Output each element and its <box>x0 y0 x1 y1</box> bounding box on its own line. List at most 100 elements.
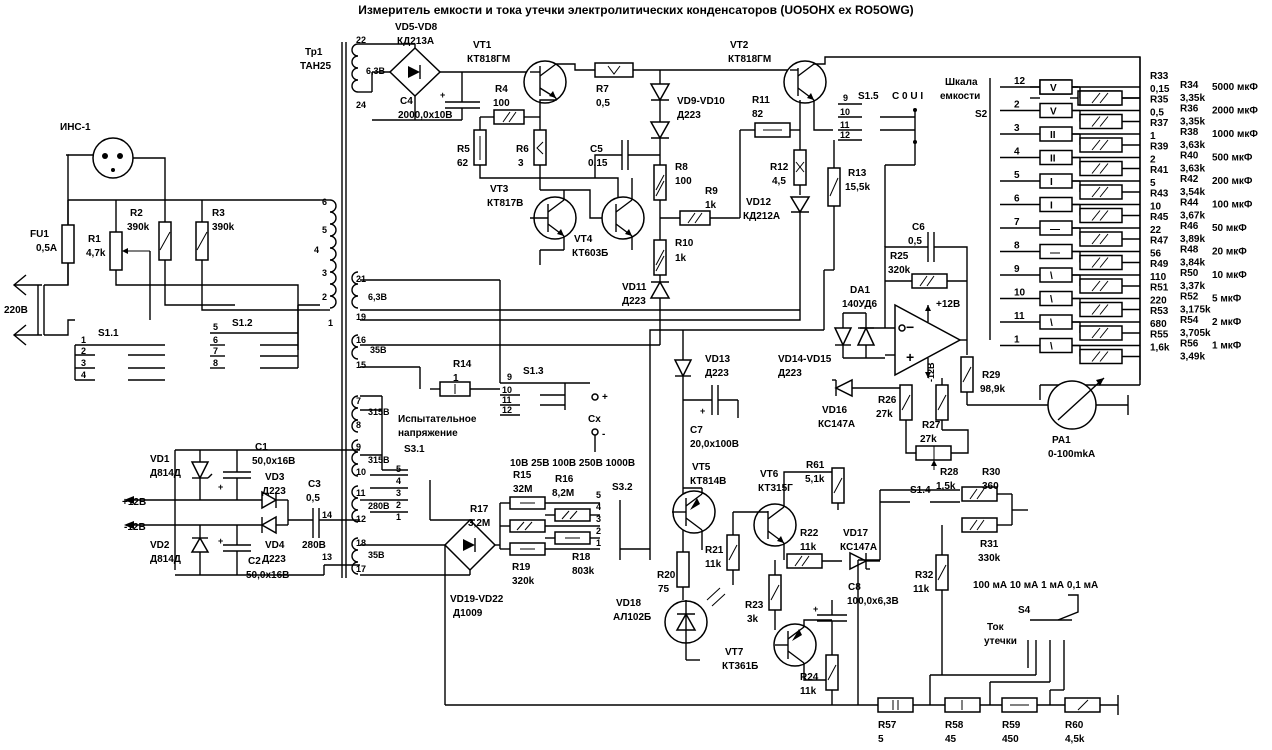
r17-value: 3,2M <box>468 518 490 529</box>
s1-1-label: S1.1 <box>98 328 119 339</box>
leak-label-line1: Ток <box>987 622 1005 633</box>
bridge-vd5-vd8: VD5-VD8 КД213А <box>358 22 530 120</box>
c4-ref: C4 <box>400 96 413 107</box>
s3-2-label: S3.2 <box>612 482 633 493</box>
r14-value: 1 <box>453 373 459 384</box>
resistor-r31: R31 330k <box>961 494 1028 564</box>
r20-ref: R20 <box>657 570 676 581</box>
vt3-type: КТ817В <box>487 198 523 209</box>
s4-currents: 100 мА 10 мА 1 мА 0,1 мА <box>973 580 1098 591</box>
range-bot-value: 3,67k <box>1180 211 1205 222</box>
svg-text:1: 1 <box>328 318 333 328</box>
r27-ref: R27 <box>922 420 941 431</box>
s3-resistors: 5 4 3 2 1 R15 32M R16 8,2M R17 3,2M R18 … <box>468 470 650 587</box>
r22-ref: R22 <box>800 528 819 539</box>
svg-text:2: 2 <box>396 500 401 510</box>
resistor-r9: R9 1k <box>660 186 738 226</box>
vd4-ref: VD4 <box>265 540 285 551</box>
vd3-ref: VD3 <box>265 472 285 483</box>
range-position: 12 <box>1014 76 1026 87</box>
vd18-type: АЛ102Б <box>613 612 651 623</box>
c8-ref: C8 <box>848 582 861 593</box>
range-bot-value: 3,54k <box>1180 187 1205 198</box>
c6-ref: C6 <box>912 222 925 233</box>
vd18-ref: VD18 <box>616 598 641 609</box>
svg-text:12: 12 <box>502 405 512 415</box>
resistor-r20: R20 75 <box>657 530 690 600</box>
neon-indicator-ins1: ИНС-1 <box>60 122 166 200</box>
range-position: 3 <box>1014 123 1020 134</box>
range-top-ref: R37 <box>1150 118 1169 129</box>
svg-text:+: + <box>440 90 445 100</box>
resistor-r10: R10 1k <box>653 238 694 282</box>
fu1-value: 0,5A <box>36 243 57 254</box>
svg-text:3: 3 <box>322 268 327 278</box>
svg-text:35В: 35В <box>370 345 387 355</box>
s1-5-contacts: C 0 U I <box>892 91 923 102</box>
s2-label: S2 <box>975 109 988 120</box>
range-top-symbol: V <box>1050 83 1057 94</box>
svg-text:5: 5 <box>396 464 401 474</box>
vd9-vd10-ref: VD9-VD10 <box>677 96 725 107</box>
svg-text:+: + <box>906 349 914 365</box>
c2-value: 50,0x16В <box>246 570 289 581</box>
resistor-r23: R23 3k <box>745 560 782 630</box>
s1-3-label: S1.3 <box>523 366 544 377</box>
resistor-r2: R2 390k <box>127 200 235 306</box>
range-capacitance: 2000 мкФ <box>1212 106 1258 117</box>
resistor-r5: R5 62 <box>457 117 619 200</box>
range-top-symbol: — <box>1050 224 1060 235</box>
r9-value: 1k <box>705 200 717 211</box>
capacitor-c5: C5 0,15 <box>588 140 660 178</box>
range-top-value: 220 <box>1150 296 1167 307</box>
range-position: 11 <box>1014 311 1025 322</box>
range-top-value: 0,15 <box>1150 84 1170 95</box>
svg-text:4: 4 <box>396 476 401 486</box>
r17-ref: R17 <box>470 504 489 515</box>
bridge-vd19-vd22: VD19-VD22 Д1009 <box>360 518 878 706</box>
r15-ref: R15 <box>513 470 532 481</box>
range-bot-ref: R44 <box>1180 198 1199 209</box>
svg-text:6,3В: 6,3В <box>368 292 388 302</box>
resistor-r11: R11 82 <box>739 95 800 218</box>
range-bot-ref: R34 <box>1180 80 1199 91</box>
resistor-r1: R1 4,7k <box>86 200 299 350</box>
zener-vd16: VD16 КС147А <box>818 378 906 430</box>
vd12-type: КД212А <box>743 211 780 222</box>
svg-text:10: 10 <box>502 385 512 395</box>
svg-text:22: 22 <box>356 35 366 45</box>
r6-ref: R6 <box>516 144 529 155</box>
shunt-resistors: R57 5 R58 45 R59 450 R60 4,5k <box>877 674 1119 745</box>
vd17-type: КС147А <box>840 542 877 553</box>
range-capacitance: 2 мкФ <box>1212 317 1242 328</box>
range-bot-value: 3,49k <box>1180 352 1205 363</box>
svg-text:1: 1 <box>396 512 401 522</box>
vt4-type: КТ603Б <box>572 248 608 259</box>
range-top-ref: R43 <box>1150 189 1169 200</box>
r2-value: 390k <box>127 222 150 233</box>
resistor-r13: R13 15,5k <box>827 140 870 270</box>
fuse-fu1: FU1 0,5A <box>30 199 320 285</box>
r58-ref: R58 <box>945 720 964 731</box>
pa1-ref: PA1 <box>1052 435 1071 446</box>
vd9-vd10-type: Д223 <box>677 110 701 121</box>
cx-ref: Cx <box>588 414 601 425</box>
range-top-ref: R45 <box>1150 212 1169 223</box>
vd2-type: Д814Д <box>150 554 181 565</box>
range-top-ref: R53 <box>1150 306 1169 317</box>
psu-12v: + + 14 13 VD1 Д814Д VD2 Д814Д C1 5 <box>122 442 360 581</box>
r11-value: 82 <box>752 109 764 120</box>
r18-ref: R18 <box>572 552 591 563</box>
c2-ref: C2 <box>248 556 261 567</box>
c4-value: 2000,0x10В <box>398 110 453 121</box>
r32-ref: R32 <box>915 570 934 581</box>
range-bot-value: 3,35k <box>1180 93 1205 104</box>
vt5-type: КТ814В <box>690 476 726 487</box>
svg-text:−: − <box>906 319 914 335</box>
resistor-r26: R26 27k <box>876 384 913 430</box>
r30-ref: R30 <box>982 467 1001 478</box>
r6-value: 3 <box>518 158 524 169</box>
svg-text:11: 11 <box>840 120 850 130</box>
r16-value: 8,2M <box>552 488 574 499</box>
